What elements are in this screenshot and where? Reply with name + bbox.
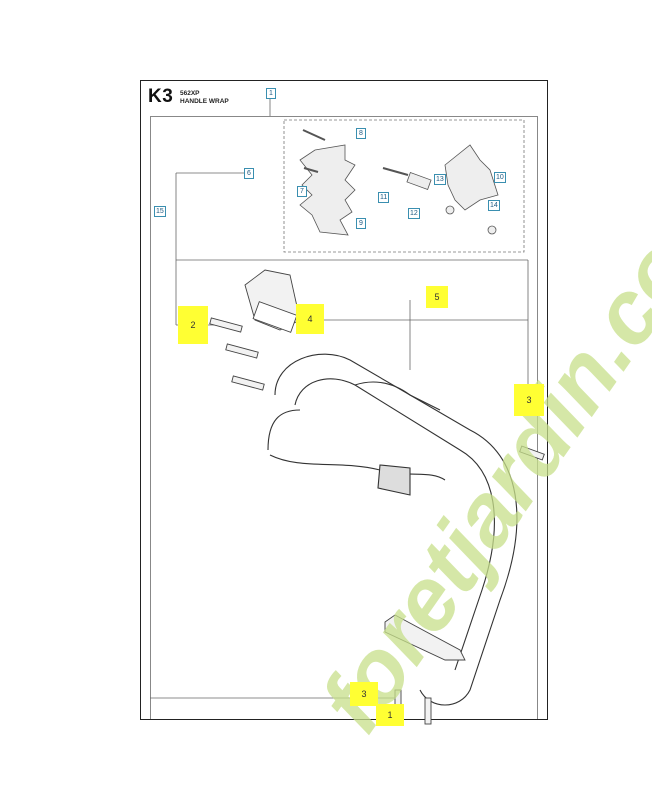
bottom-bracket <box>384 614 466 661</box>
callout-15: 15 <box>154 206 166 217</box>
highlight-2: 2 <box>178 306 208 344</box>
callout-6: 6 <box>244 168 254 179</box>
spike-plate <box>299 129 356 236</box>
handle-wrap-part <box>244 269 301 333</box>
callout-7: 7 <box>297 186 307 197</box>
bolts <box>209 317 545 725</box>
callout-10: 10 <box>494 172 506 183</box>
callout-8: 8 <box>356 128 366 139</box>
highlight-3-right: 3 <box>514 384 544 416</box>
watermark: foretjardin.com <box>302 155 652 749</box>
bumper-kit <box>382 144 499 235</box>
handle-bar <box>267 353 518 706</box>
callout-1: 1 <box>266 88 276 99</box>
diagram-frame <box>140 80 548 720</box>
callout-13: 13 <box>434 174 446 185</box>
callout-11: 11 <box>378 192 390 203</box>
sheet-title: HANDLE WRAP <box>180 98 229 105</box>
callout-14: 14 <box>488 200 500 211</box>
highlight-5: 5 <box>426 286 448 308</box>
callout-12: 12 <box>408 208 420 219</box>
highlight-1-bottom: 1 <box>376 704 404 726</box>
highlight-4: 4 <box>296 304 324 334</box>
sheet-code: K3 <box>148 86 174 107</box>
diagram-inner-frame <box>150 116 538 719</box>
sheet-model: 562XP <box>180 90 200 97</box>
callout-9: 9 <box>356 218 366 229</box>
watermark-text: foretjardin.com <box>302 155 652 749</box>
kit-box <box>283 119 525 253</box>
highlight-3-bottom: 3 <box>350 682 378 706</box>
